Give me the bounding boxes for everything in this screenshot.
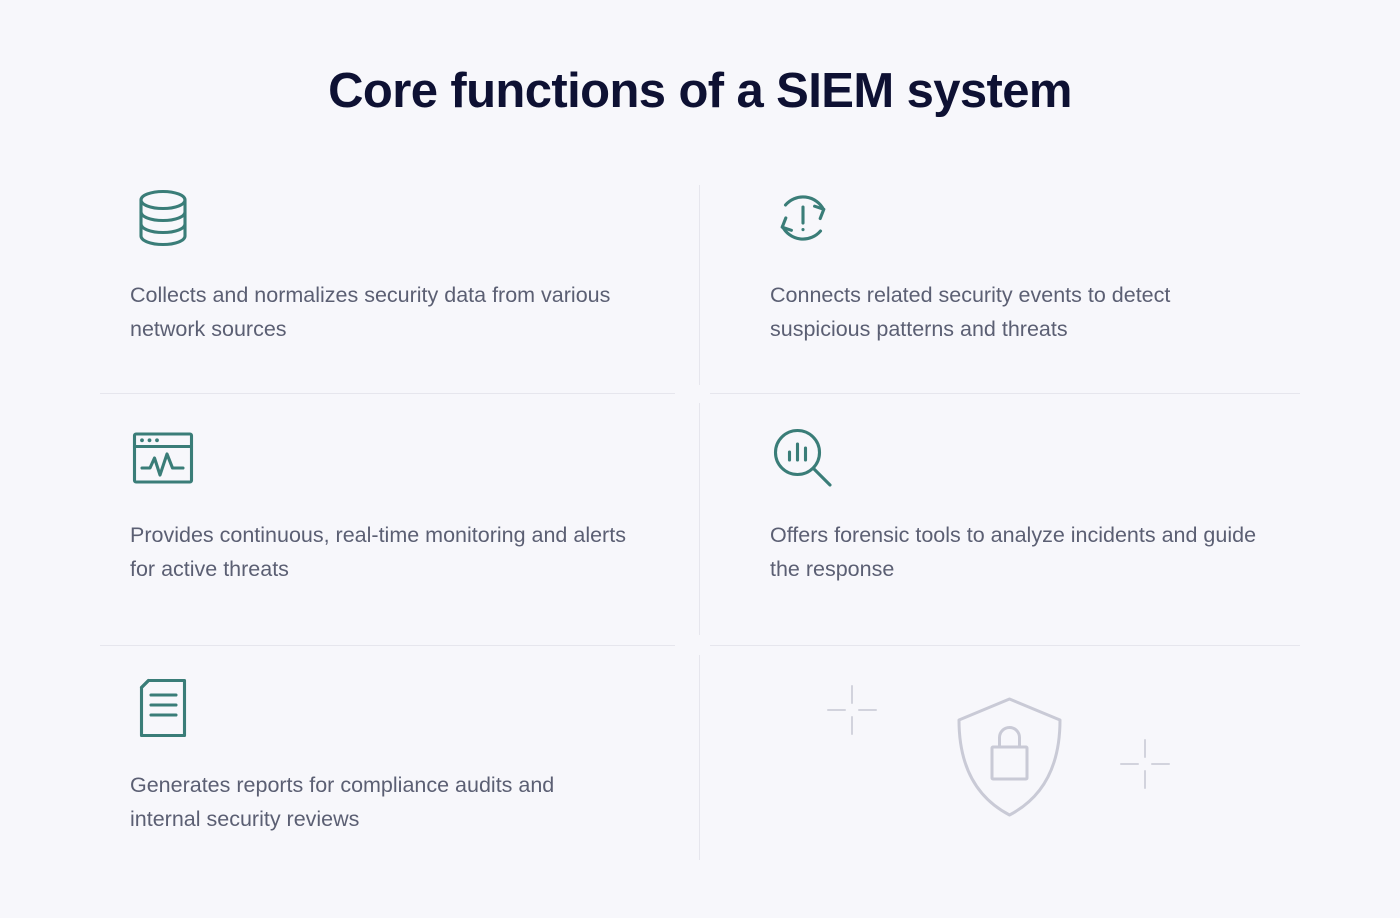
functions-grid: Collects and normalizes security data fr… <box>100 160 1300 870</box>
magnifier-chart-icon <box>770 425 836 491</box>
divider-horizontal-row2-left <box>100 645 675 646</box>
document-lines-icon <box>130 675 196 741</box>
function-card-2: Connects related security events to dete… <box>700 160 1300 400</box>
shield-lock-icon <box>952 692 1067 827</box>
function-card-4: Offers forensic tools to analyze inciden… <box>700 400 1300 650</box>
divider-vertical-row3 <box>699 655 700 860</box>
alert-sync-icon <box>770 185 836 251</box>
divider-horizontal-row1-left <box>100 393 675 394</box>
function-card-5-text: Generates reports for compliance audits … <box>130 773 555 831</box>
function-card-4-text: Offers forensic tools to analyze inciden… <box>770 523 1257 581</box>
database-icon <box>130 185 196 251</box>
function-card-2-text: Connects related security events to dete… <box>770 283 1171 341</box>
divider-horizontal-row1-right <box>710 393 1300 394</box>
function-card-5: Generates reports for compliance audits … <box>100 650 700 870</box>
page-title: Core functions of a SIEM system <box>328 64 1072 118</box>
divider-vertical-row1 <box>699 185 700 385</box>
divider-horizontal-row2-right <box>710 645 1300 646</box>
plus-spark-icon-left <box>822 680 882 745</box>
function-card-1-text: Collects and normalizes security data fr… <box>130 283 611 341</box>
plus-spark-icon-right <box>1115 734 1175 799</box>
decoration-group <box>800 672 1220 842</box>
function-card-3: Provides continuous, real-time monitorin… <box>100 400 700 650</box>
divider-vertical-row2 <box>699 403 700 635</box>
function-card-3-text: Provides continuous, real-time monitorin… <box>130 523 626 581</box>
monitoring-window-icon <box>130 425 196 491</box>
function-card-1: Collects and normalizes security data fr… <box>100 160 700 400</box>
